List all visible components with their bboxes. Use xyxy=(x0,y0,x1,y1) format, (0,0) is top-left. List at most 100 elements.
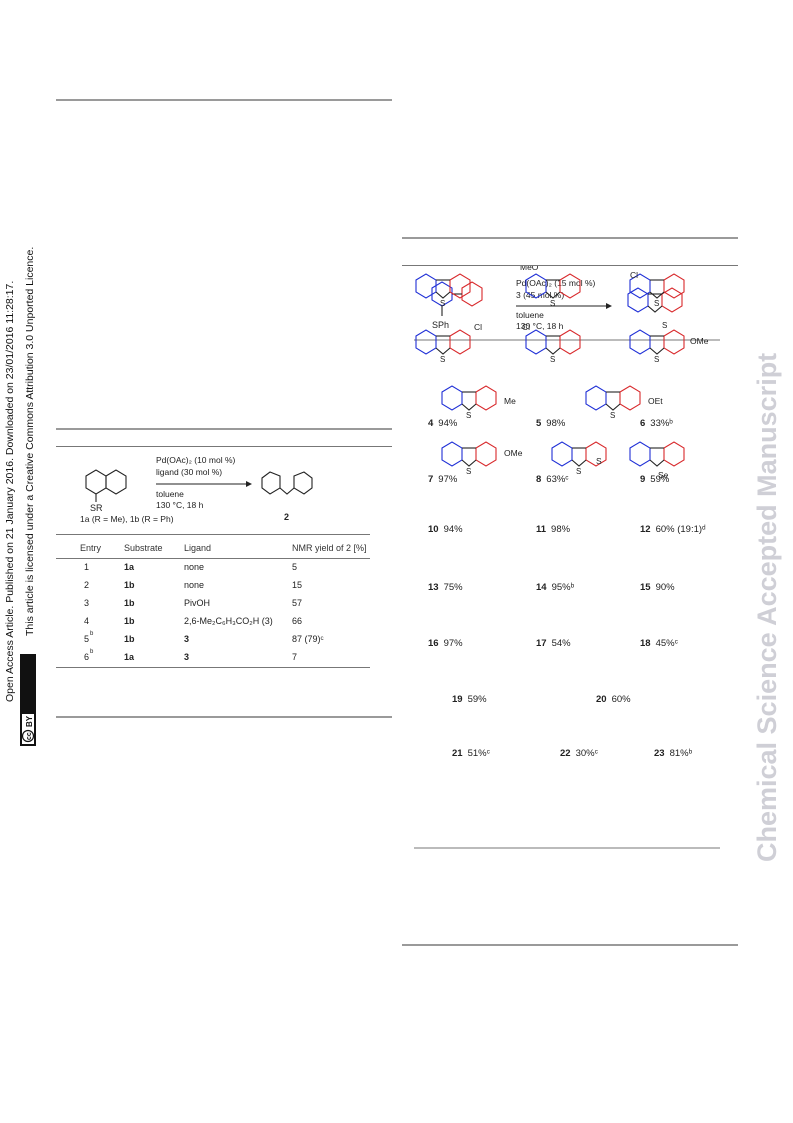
entry-cell: 2 xyxy=(84,580,90,590)
reagent-2: ligand (30 mol %) xyxy=(156,467,222,477)
entry-cell: 3 xyxy=(84,598,90,608)
watermark-text: Chemical Science Accepted Manuscript xyxy=(752,353,782,862)
compound-number: 18 xyxy=(640,638,651,649)
header-substrate: Substrate xyxy=(124,543,163,553)
product-caption: 15 90% xyxy=(640,582,675,593)
product-structure-19 xyxy=(441,385,497,411)
ligand-cell: 3 xyxy=(184,634,190,644)
compound-yield: 94% xyxy=(443,524,463,535)
left-reaction-scheme: SR 1a (R = Me), 1b (R = Ph) Pd(OAc)₂ (10… xyxy=(80,455,313,524)
product-structures: SOMeSMeSNO₂SOMeSOHSᵗBuSFSClSMeSSMeOSClSC… xyxy=(415,266,709,480)
compound-yield: 60% xyxy=(611,694,631,705)
s-label: S xyxy=(662,321,667,330)
substrate-cell: 1b xyxy=(124,616,135,626)
product-caption: 17 54% xyxy=(536,638,571,649)
yield-cell: 66 xyxy=(292,616,303,626)
substituent-label: Cl xyxy=(630,270,638,280)
compound-yield: 98% xyxy=(546,418,566,429)
right-reagent-1: Pd(OAc)₂ (15 mol %) xyxy=(516,278,596,288)
compound-yield: 59% xyxy=(467,694,487,705)
dibenzothiophene-product xyxy=(261,471,313,495)
compound-yield: 97% xyxy=(443,638,463,649)
right-bottom-rule xyxy=(402,944,738,946)
compound-yield: 30%ᶜ xyxy=(575,748,598,759)
yield-cell: 7 xyxy=(292,652,298,662)
header-entry: Entry xyxy=(80,543,102,553)
compound-yield: 98% xyxy=(551,524,571,535)
yield-cell: 87 (79)ᶜ xyxy=(292,634,324,644)
entry-cell: 4 xyxy=(84,616,90,626)
entry-cell: 6 xyxy=(84,652,90,662)
substituent-label: OEt xyxy=(648,396,663,406)
license-sidebar: Open Access Article. Published on 21 Jan… xyxy=(4,247,36,746)
compound-number: 14 xyxy=(536,582,547,593)
compound-yield: 97% xyxy=(438,474,458,485)
ligand-cell: PivOH xyxy=(184,598,211,608)
left-mid-rule xyxy=(56,428,392,430)
substituent-label: Me xyxy=(504,396,516,406)
product-structure-23 xyxy=(629,441,685,467)
compound-number: 13 xyxy=(428,582,439,593)
left-bottom-rule xyxy=(56,716,392,718)
entry-footnote: b xyxy=(90,649,94,655)
compound-yield: 63%ᶜ xyxy=(546,474,569,485)
right-conditions: 130 °C, 18 h xyxy=(516,321,564,331)
license-line-2[interactable]: This article is licensed under a Creativ… xyxy=(24,247,36,636)
cc-by-badge[interactable]: cc BY xyxy=(20,654,36,746)
ligand-cell: none xyxy=(184,562,205,572)
table-row: 4 1b 2,6-Me₂C₆H₃CO₂H (3) 66 xyxy=(56,613,370,631)
biphenyl-substrate xyxy=(85,469,127,502)
substrate-cell: 1b xyxy=(124,598,135,608)
right-solvent: toluene xyxy=(516,310,544,320)
compound-number: 15 xyxy=(640,582,651,593)
ring-s-label: S xyxy=(654,355,659,364)
substrate-cell: 1a xyxy=(124,652,135,662)
compound-yield: 45%ᶜ xyxy=(655,638,678,649)
ring-s-label: S xyxy=(576,467,581,476)
right-scheme-top-rule xyxy=(402,265,738,266)
left-table-top-rule xyxy=(56,446,392,447)
substrate-cell: 1a xyxy=(124,562,135,572)
compound-yield: 90% xyxy=(655,582,675,593)
entry-cell: 5 xyxy=(84,634,90,644)
substituent-label: S xyxy=(596,456,602,466)
product-2-label: 2 xyxy=(284,512,289,522)
sph-label: SPh xyxy=(432,320,449,330)
compound-number: 17 xyxy=(536,638,547,649)
compound-number: 22 xyxy=(560,748,571,759)
ring-s-label: S xyxy=(610,411,615,420)
compound-number: 9 xyxy=(640,474,646,485)
compound-yield: 54% xyxy=(551,638,571,649)
compound-yield: 60% (19:1)ᵈ xyxy=(655,524,706,535)
right-top-rule xyxy=(402,237,738,239)
product-caption: 13 75% xyxy=(428,582,463,593)
product-structure-16 xyxy=(415,329,471,355)
ring-s-label: S xyxy=(440,299,445,308)
ring-s-label: S xyxy=(466,467,471,476)
compound-number: 21 xyxy=(452,748,463,759)
ring-s-label: S xyxy=(654,299,659,308)
compound-yield: 94% xyxy=(438,418,458,429)
product-structure-21 xyxy=(441,441,497,467)
substituent-label: Cl xyxy=(474,322,482,332)
ring-s-label: S xyxy=(440,355,445,364)
compound-number: 16 xyxy=(428,638,439,649)
license-line-1[interactable]: Open Access Article. Published on 21 Jan… xyxy=(4,281,16,702)
ring-s-label: S xyxy=(466,411,471,420)
ligand-cell: 2,6-Me₂C₆H₃CO₂H (3) xyxy=(184,616,273,626)
ring-s-label: S xyxy=(550,355,555,364)
compound-yield: 75% xyxy=(443,582,463,593)
svg-text:cc: cc xyxy=(26,732,33,740)
